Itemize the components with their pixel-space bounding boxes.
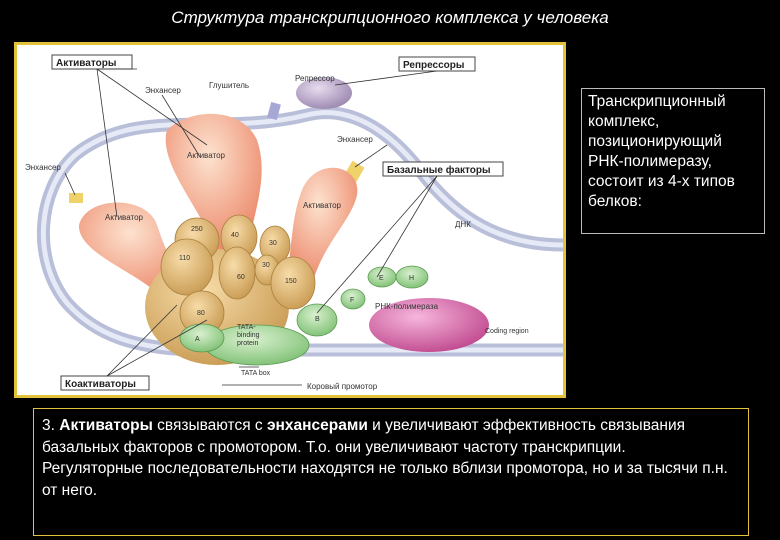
item-number: 3. — [42, 417, 55, 434]
basal-factors — [179, 265, 429, 366]
pointer-lines — [64, 68, 438, 377]
label-tbp-3: protein — [237, 340, 259, 347]
subunit-40: 40 — [231, 232, 239, 239]
subunit-60: 60 — [237, 274, 245, 281]
label-dna: ДНК — [455, 220, 471, 229]
activator-right — [287, 167, 358, 285]
label-enhancer-right: Энхансер — [337, 135, 373, 144]
label-tbp-2: binding — [237, 332, 260, 339]
label-tata-box: TATA box — [241, 370, 271, 377]
subunit-B: B — [315, 316, 320, 323]
label-enhancer-top: Энхансер — [145, 86, 181, 95]
rna-polymerase — [369, 298, 489, 352]
label-tbp-1: TATA- — [237, 324, 256, 331]
label-repressor: Репрессор — [295, 74, 335, 83]
subunit-F: F — [350, 297, 354, 304]
subunit-30: 30 — [269, 240, 277, 247]
bottom-text-part1: связываются с — [157, 417, 263, 434]
subunit-110: 110 — [179, 255, 190, 262]
term-activators: Активаторы — [59, 417, 153, 434]
bottom-paragraph-2: Регуляторные последовательности находятс… — [42, 460, 728, 499]
subunit-H: H — [409, 275, 414, 282]
label-enhancer-left: Энхансер — [25, 163, 61, 172]
label-coding-region: Coding region — [485, 328, 529, 335]
subunit-250: 250 — [191, 226, 203, 233]
subunit-80: 80 — [197, 310, 205, 317]
side-text-box: Транскрипционный комплекс, позиционирующ… — [581, 88, 765, 234]
subunit-E: E — [379, 275, 384, 282]
repressor-protein — [296, 77, 352, 109]
subunit-A: A — [195, 336, 200, 343]
transcription-complex-diagram: Активаторы Репрессоры Базальные факторы … — [25, 54, 563, 391]
label-activator-mid: Активатор — [187, 151, 226, 160]
label-basal-factors: Базальные факторы — [387, 164, 491, 176]
term-enhancers: энхансерами — [267, 417, 368, 434]
label-box-coactivators: Коактиваторы — [60, 375, 150, 391]
label-box-basal: Базальные факторы — [382, 161, 504, 177]
slide-title: Структура транскрипционного комплекса у … — [171, 8, 609, 27]
label-repressors: Репрессоры — [403, 60, 464, 71]
label-core-promoter: Коровый промотор — [307, 382, 378, 391]
label-rna-polymerase: РНК-полимераза — [375, 302, 439, 311]
label-box-repressors: Репрессоры — [398, 56, 476, 72]
label-activators: Активаторы — [56, 58, 116, 69]
bottom-text-part2: и увеличивают эффективность связывания б… — [42, 417, 685, 456]
label-box-activators: Активаторы — [51, 54, 133, 70]
diagram-figure: Активаторы Репрессоры Базальные факторы … — [14, 42, 566, 398]
label-silencer: Глушитель — [209, 81, 249, 90]
bottom-paragraph-1: 3. Активаторы связываются с энхансерами … — [42, 415, 740, 458]
subunit-labels: 250 40 30 110 60 30 150 80 A B F E H — [179, 226, 414, 343]
label-activator-right: Активатор — [303, 201, 342, 210]
subunit-30b: 30 — [262, 262, 270, 269]
label-activator-left: Активатор — [105, 213, 144, 222]
bottom-text-box: 3. Активаторы связываются с энхансерами … — [33, 408, 749, 536]
label-coactivators: Коактиваторы — [65, 379, 136, 390]
subunit-150: 150 — [285, 278, 297, 285]
